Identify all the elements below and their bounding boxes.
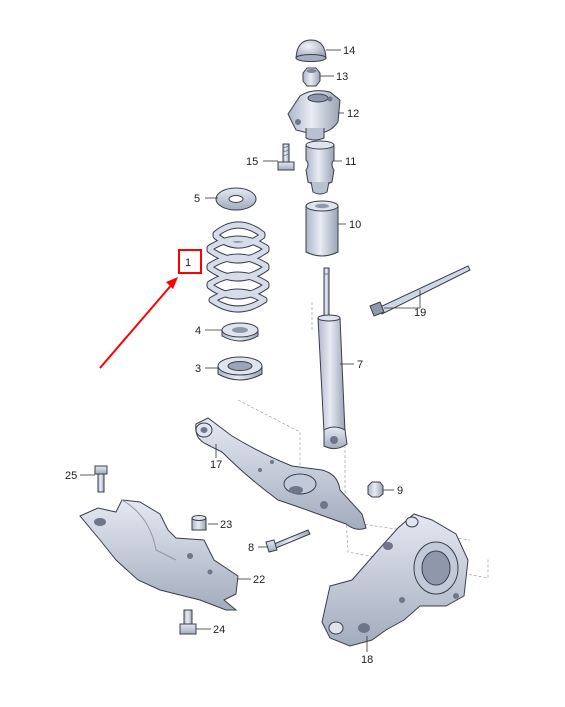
bolt-part-24	[179, 609, 197, 635]
wheel-carrier-part	[321, 513, 469, 647]
cable-tie-part	[369, 265, 471, 317]
bolt-part-25	[94, 465, 108, 493]
callout-12: 12	[347, 108, 359, 120]
control-arm-part	[195, 417, 367, 530]
dust-boot-part	[305, 200, 339, 257]
highlight-arrowhead	[166, 277, 178, 289]
strut-mount-part	[287, 90, 341, 141]
highlight-annotation	[99, 249, 202, 369]
callout-15: 15	[246, 156, 258, 168]
callout-14: 14	[343, 45, 355, 57]
callout-5: 5	[194, 193, 200, 205]
callout-9: 9	[397, 485, 403, 497]
shock-absorber-part	[317, 267, 348, 450]
spring-seat-lower-part	[217, 356, 263, 381]
callout-3: 3	[195, 363, 201, 375]
callout-19: 19	[414, 307, 426, 319]
callout-25: 25	[65, 470, 77, 482]
spring-seat-upper-part	[215, 187, 257, 211]
nut-part-9	[367, 481, 384, 498]
bump-stop-part	[305, 140, 335, 195]
callout-7: 7	[357, 359, 363, 371]
bolt-part-15	[277, 143, 295, 171]
rubber-bump-part	[191, 515, 207, 531]
bolt-part-8	[265, 529, 311, 553]
subframe-part	[79, 499, 239, 611]
callout-23: 23	[220, 519, 232, 531]
nut-part	[302, 67, 321, 87]
callout-11: 11	[345, 156, 356, 168]
coil-spring-part	[206, 221, 270, 313]
callout-17: 17	[210, 459, 222, 471]
cap-part	[295, 39, 327, 62]
callout-10: 10	[349, 219, 361, 231]
leader-lines	[80, 49, 421, 652]
callout-1: 1	[185, 257, 191, 269]
callout-8: 8	[248, 542, 254, 554]
spring-pad-part	[221, 322, 259, 342]
highlight-arrow	[99, 281, 175, 369]
highlight-box	[178, 249, 202, 274]
callout-18: 18	[361, 654, 373, 666]
callout-labels: 1 3 4 5 7 8 9 10 11 12 13 14 15 17 18 19…	[65, 45, 426, 666]
callout-24: 24	[213, 624, 225, 636]
callout-22: 22	[253, 574, 265, 586]
callout-4: 4	[195, 325, 201, 337]
callout-13: 13	[336, 71, 348, 83]
